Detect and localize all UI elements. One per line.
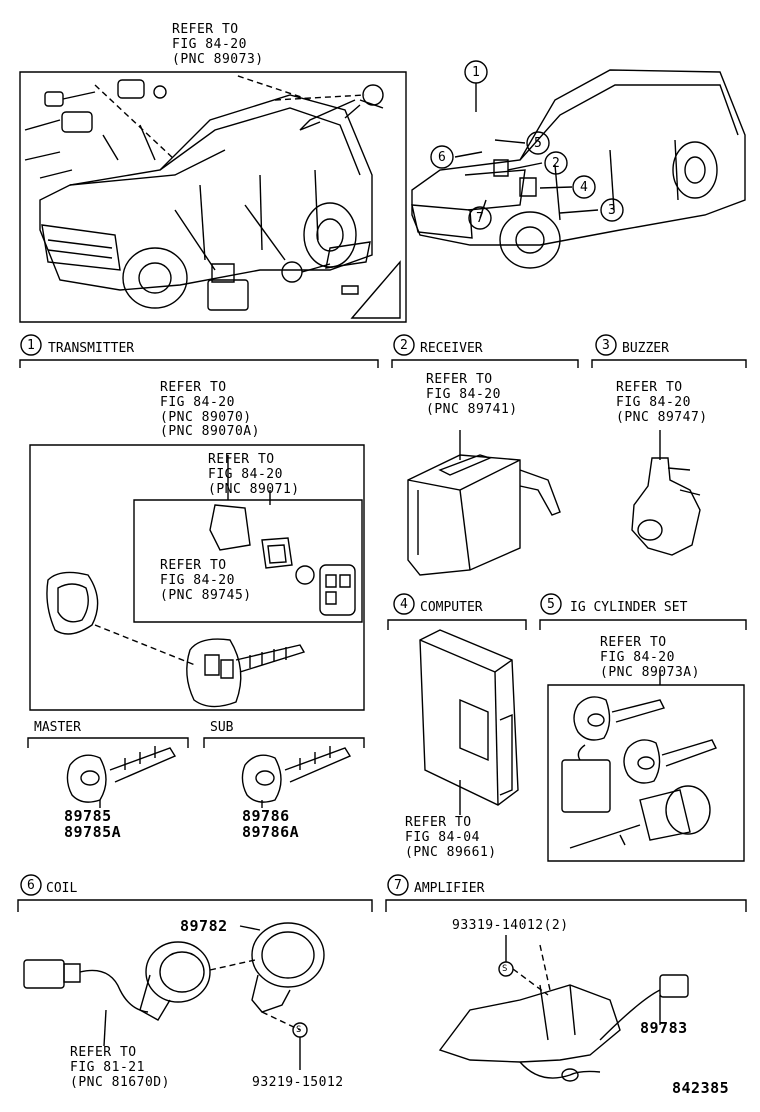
callout-circles (431, 61, 623, 229)
receiver-drawing (408, 430, 560, 575)
computer-ref-2: FIG 84-04 (405, 830, 480, 845)
section-7-title: AMPLIFIER (414, 881, 485, 896)
section-3-title: BUZZER (622, 341, 669, 356)
ig-cylinder-ref-3: (PNC 89073A) (600, 665, 700, 680)
buzzer-ref-3: (PNC 89747) (616, 410, 708, 425)
overview-refer-3: (PNC 89073) (172, 52, 264, 67)
amplifier-screw-symbol: S (502, 964, 508, 974)
section-number-circles (21, 335, 616, 895)
transmitter-inner-frame (134, 500, 362, 622)
transmitter-ref-a-1: REFER TO (160, 380, 227, 395)
section-3-number: 3 (602, 338, 610, 353)
master-part-2: 89785A (64, 823, 122, 841)
buzzer-drawing (632, 430, 700, 555)
sub-key-drawing (242, 746, 350, 802)
callout-2: 2 (552, 156, 561, 171)
callout-6: 6 (438, 150, 447, 165)
computer-ref-1: REFER TO (405, 815, 472, 830)
transmitter-ref-a-3: (PNC 89070) (160, 410, 252, 425)
transmitter-ref-b-3: (PNC 89071) (208, 482, 300, 497)
section-rules (18, 360, 746, 912)
ig-cylinder-ref-2: FIG 84-20 (600, 650, 675, 665)
amplifier-part-main: 89783 (640, 1019, 688, 1037)
buzzer-ref-1: REFER TO (616, 380, 683, 395)
callout-1: 1 (472, 65, 481, 80)
vehicle-right-drawing (412, 70, 745, 268)
coil-part-screw: 93219-15012 (252, 1075, 344, 1090)
ig-cylinder-ref-1: REFER TO (600, 635, 667, 650)
transmitter-parts (47, 455, 355, 707)
transmitter-frame (30, 445, 364, 710)
callout-leaders (455, 83, 598, 218)
amplifier-part-screw: 93319-14012(2) (452, 918, 569, 933)
section-6-number: 6 (27, 878, 35, 893)
master-title: MASTER (34, 720, 81, 735)
section-1-number: 1 (27, 338, 35, 353)
section-2-title: RECEIVER (420, 341, 483, 356)
section-5-title: IG CYLINDER SET (570, 600, 688, 615)
callout-4: 4 (580, 180, 589, 195)
transmitter-ref-a-2: FIG 84-20 (160, 395, 235, 410)
sub-title: SUB (210, 720, 234, 735)
section-1-title: TRANSMITTER (48, 341, 135, 356)
coil-ref-2: FIG 81-21 (70, 1060, 145, 1075)
transmitter-ref-c-3: (PNC 89745) (160, 588, 252, 603)
ig-cylinder-frame (548, 685, 744, 861)
buzzer-ref-2: FIG 84-20 (616, 395, 691, 410)
section-4-number: 4 (400, 597, 408, 612)
transmitter-ref-b-2: FIG 84-20 (208, 467, 283, 482)
transmitter-ref-c-1: REFER TO (160, 558, 227, 573)
receiver-ref-2: FIG 84-20 (426, 387, 501, 402)
master-key-drawing (67, 746, 175, 802)
section-6-title: COIL (46, 881, 78, 896)
ig-cylinder-parts (562, 670, 716, 848)
receiver-ref-1: REFER TO (426, 372, 493, 387)
callout-3: 3 (608, 203, 617, 218)
coil-ref-1: REFER TO (70, 1045, 137, 1060)
section-2-number: 2 (400, 338, 408, 353)
amplifier-drawing (440, 935, 688, 1081)
transmitter-ref-a-4: (PNC 89070A) (160, 424, 260, 439)
overview-frame (20, 72, 406, 322)
overview-parts (25, 80, 400, 318)
vehicle-left-drawing (40, 75, 372, 308)
callout-7: 7 (476, 211, 485, 226)
section-5-number: 5 (547, 597, 555, 612)
coil-drawing (24, 923, 324, 1070)
drawing-number: 842385 (672, 1079, 730, 1097)
coil-screw-symbol: S (296, 1025, 302, 1035)
receiver-ref-3: (PNC 89741) (426, 402, 518, 417)
master-part-1: 89785 (64, 807, 112, 825)
overview-refer-2: FIG 84-20 (172, 37, 247, 52)
coil-part-top: 89782 (180, 917, 228, 935)
section-4-title: COMPUTER (420, 600, 483, 615)
callout-5: 5 (534, 136, 543, 151)
transmitter-ref-b-1: REFER TO (208, 452, 275, 467)
coil-ref-3: (PNC 81670D) (70, 1075, 170, 1090)
sub-part-2: 89786A (242, 823, 300, 841)
computer-drawing (420, 630, 518, 815)
computer-ref-3: (PNC 89661) (405, 845, 497, 860)
transmitter-ref-c-2: FIG 84-20 (160, 573, 235, 588)
overview-refer-1: REFER TO (172, 22, 239, 37)
section-7-number: 7 (394, 878, 402, 893)
sub-part-1: 89786 (242, 807, 290, 825)
